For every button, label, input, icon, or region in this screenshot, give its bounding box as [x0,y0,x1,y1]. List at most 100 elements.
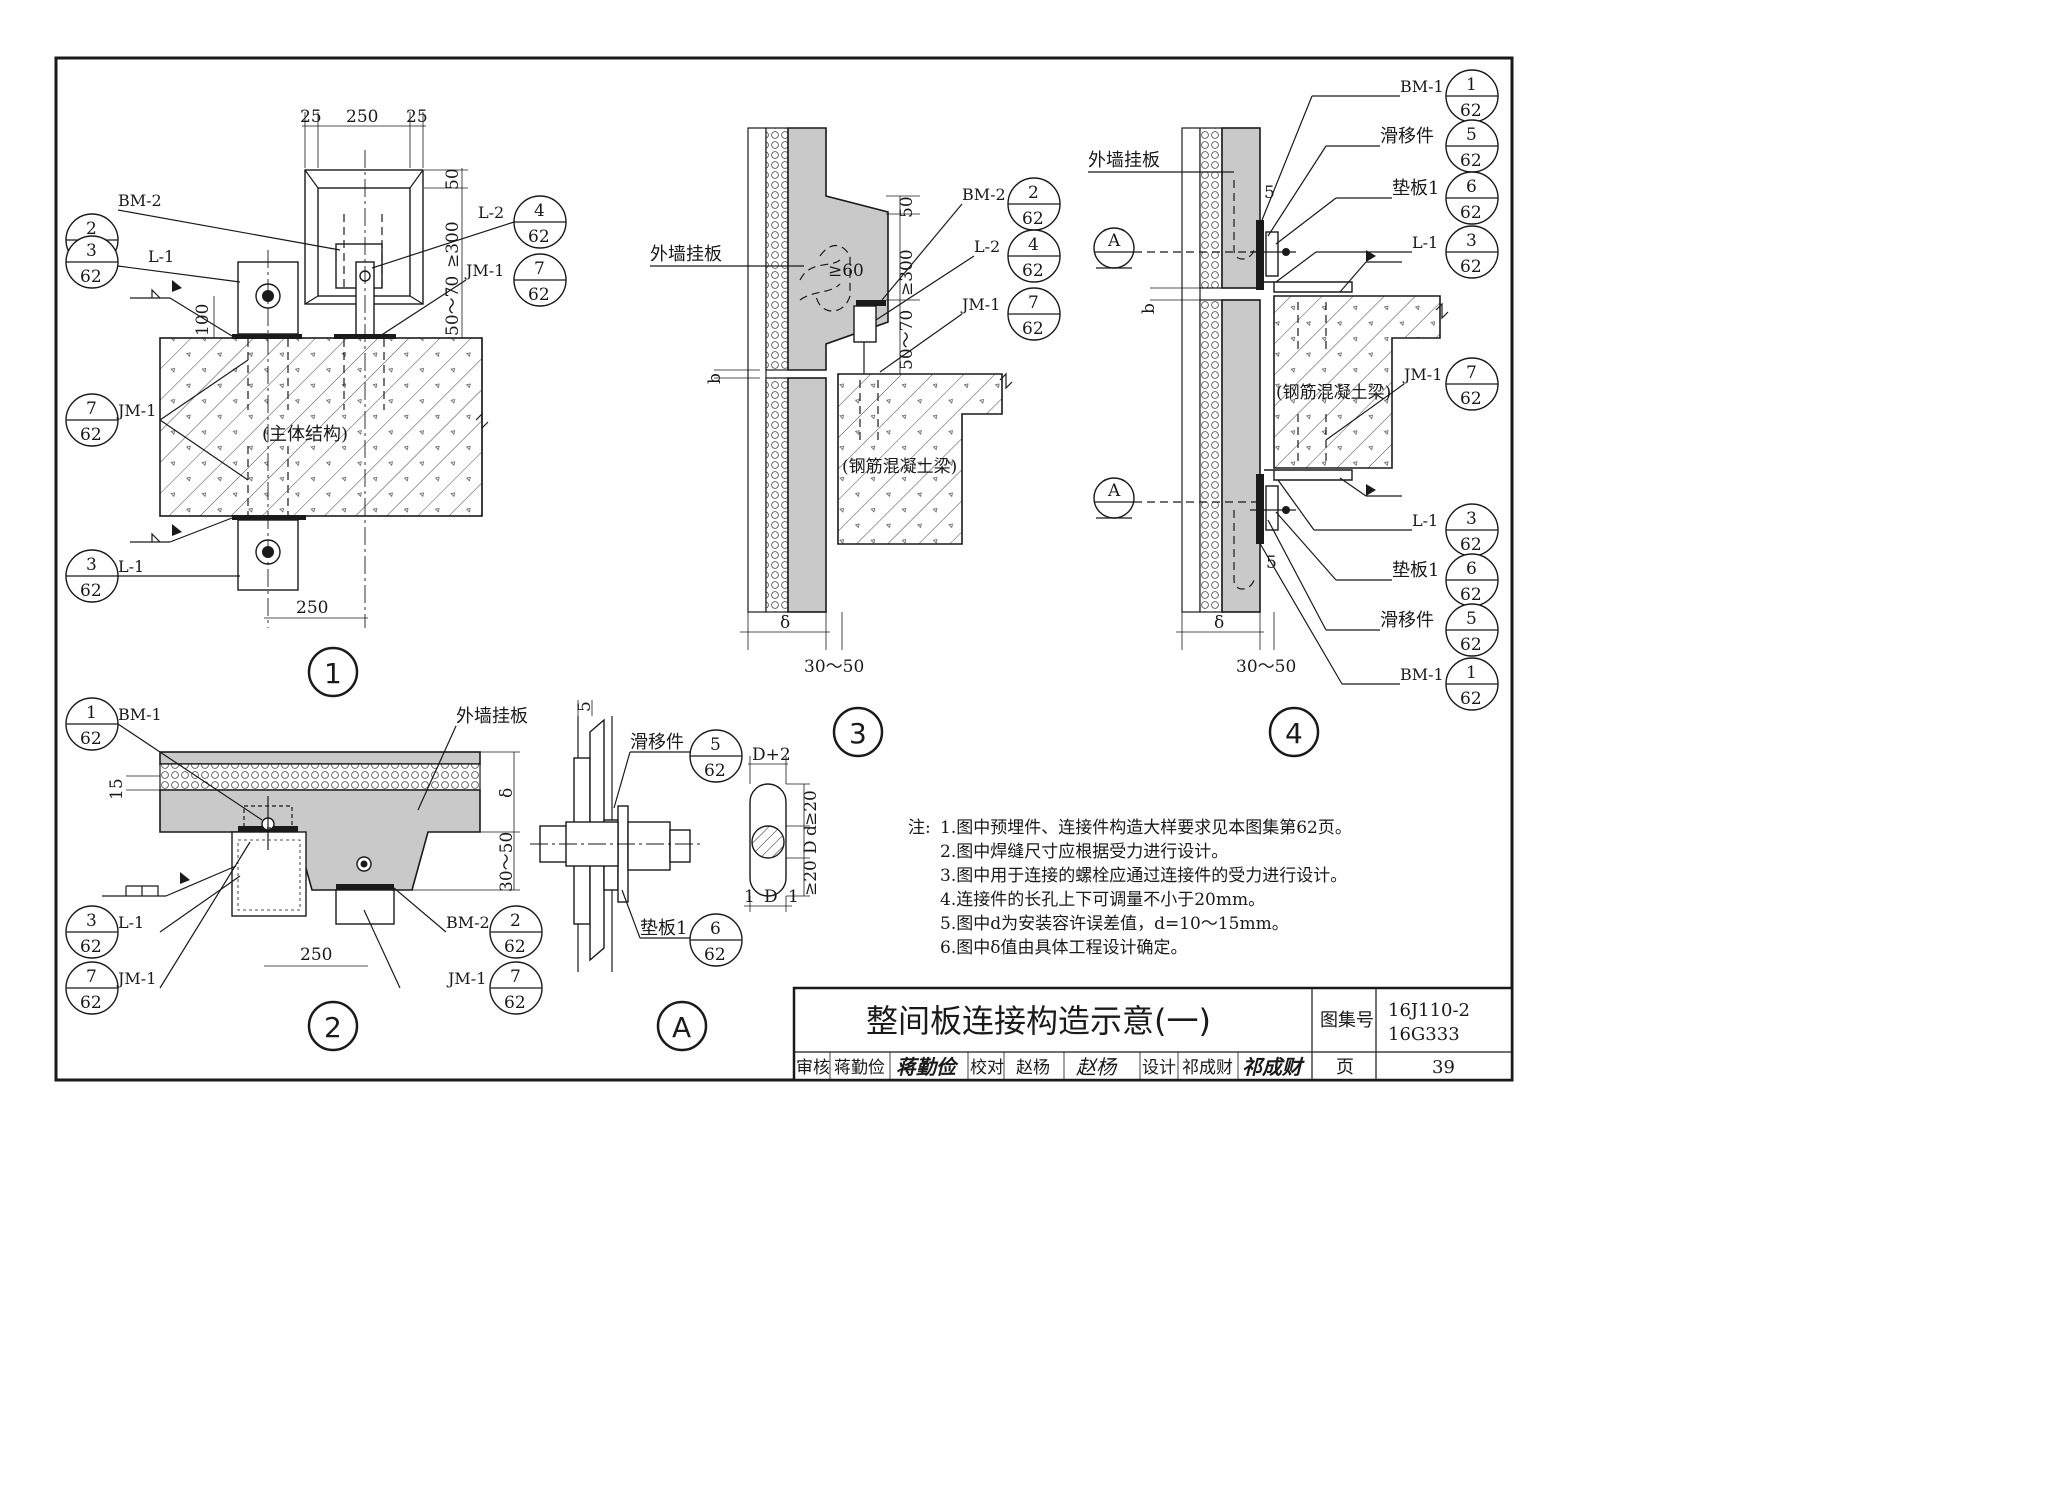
dim-50-70-3: 50～70 [897,310,917,370]
svg-text:62: 62 [80,581,102,601]
ref-jm1-3: 7 62 JM-1 [879,287,1061,373]
ref-pad-4-bottom: 6 62 垫板1 [1275,511,1499,607]
dim-D2: D+2 [752,745,791,765]
beam-label-3: (钢筋混凝土梁) [842,457,957,477]
svg-text:3: 3 [849,717,867,750]
panel-outer-skin [159,751,481,765]
insulation-3 [765,127,789,371]
svg-text:JM-1: JM-1 [464,261,504,280]
section-marker-lower: A [1093,477,1258,519]
ref-jm1-2b: 7 62 JM-1 [363,909,543,1015]
notes-heading: 注: [908,818,931,838]
dim-b-3: b [705,373,725,384]
detail-1: 25 250 25 50 ≥300 50～70 100 250 (主体结构) 2… [65,107,567,698]
svg-text:3: 3 [86,911,97,931]
svg-text:2: 2 [86,219,97,239]
svg-text:BM-2: BM-2 [962,185,1006,204]
svg-text:L-1: L-1 [1412,511,1438,530]
ref-pad-4-top: 6 62 垫板1 [1275,171,1499,245]
note-3: 3.图中用于连接的螺栓应通过连接件的受力进行设计。 [940,866,1347,886]
svg-text:62: 62 [504,937,526,957]
svg-text:A: A [1107,231,1121,251]
svg-text:62: 62 [80,729,102,749]
note-2: 2.图中焊缝尺寸应根据受力进行设计。 [940,842,1228,862]
dim-D-right: D [801,840,821,854]
main-structure-label: (主体结构) [262,424,348,445]
svg-text:62: 62 [80,267,102,287]
svg-text:1: 1 [324,657,342,690]
svg-text:JM-1: JM-1 [116,401,156,420]
detail-A: 5 滑移件 垫板1 5 62 6 62 D+2 [530,700,821,1052]
detail-A-number: A [656,1000,708,1052]
svg-text:JM-1: JM-1 [446,969,486,988]
svg-text:1: 1 [86,703,97,723]
svg-text:62: 62 [704,945,726,965]
dim-25-right: 25 [406,107,428,127]
atlas-number-2: 16G333 [1388,1024,1460,1045]
panel-4-upper [1221,127,1261,289]
panel-4-lower [1221,299,1261,613]
svg-text:62: 62 [1022,261,1044,281]
svg-text:BM-1: BM-1 [1400,77,1444,96]
reviewer-signature: 蒋勤俭 [896,1055,959,1079]
designer-name: 祁成财 [1182,1058,1233,1078]
note-4: 4.连接件的长孔上下可调量不小于20mm。 [940,890,1265,910]
beam-3 [837,373,1003,545]
ref-l1-bottom: 3 62 L-1 [65,549,240,603]
svg-text:6: 6 [1466,177,1477,197]
svg-text:BM-2: BM-2 [118,191,162,210]
dim-delta-3: δ [780,613,790,633]
svg-text:JM-1: JM-1 [116,969,156,988]
ref-bm1-4-bottom: 1 62 BM-1 [1257,539,1499,711]
detail-2: 15 δ 30～50 250 外墙挂板 1 62 BM-1 3 62 L-1 [65,697,543,1052]
dim-1a: 1 [744,887,755,907]
svg-text:62: 62 [1460,635,1482,655]
dim-300: ≥300 [443,221,463,268]
svg-text:BM-1: BM-1 [118,705,162,724]
svg-text:BM-1: BM-1 [1400,665,1444,684]
title-block: 整间板连接构造示意(一) 图集号 16J110-2 16G333 页 39 审核… [792,986,1514,1082]
svg-text:6: 6 [710,919,721,939]
svg-text:垫板1: 垫板1 [1392,178,1439,199]
pad-label-A: 垫板1 [640,918,687,939]
note-6: 6.图中δ值由具体工程设计确定。 [940,938,1187,958]
dim-30-50-2: 30～50 [497,832,517,892]
design-label: 设计 [1142,1058,1176,1078]
svg-text:62: 62 [80,425,102,445]
ref-l1-4-top: 3 62 L-1 [1275,225,1499,283]
ref-l2-3: 4 62 L-2 [875,229,1061,321]
sheet-border [54,56,1514,1082]
ref-pad-A: 6 62 [689,913,743,967]
svg-text:7: 7 [1028,293,1039,313]
svg-text:62: 62 [80,993,102,1013]
detail-1-number: 1 [307,646,359,698]
svg-text:7: 7 [534,259,545,279]
detail-4-number: 4 [1268,706,1320,758]
detail-2-number: 2 [307,1000,359,1052]
svg-text:2: 2 [324,1011,342,1044]
svg-text:L-2: L-2 [478,203,504,222]
dim-20b: ≥20 [801,860,821,896]
panel-label-4: 外墙挂板 [1088,150,1160,171]
review-label: 审核 [796,1058,830,1078]
dim-250-top: 250 [346,107,378,127]
note-1: 1.图中预埋件、连接件构造大样要求见本图集第62页。 [940,818,1352,838]
ref-jm1-2: 7 62 JM-1 [65,841,251,1015]
ref-l1-2: 3 62 L-1 [65,875,241,959]
ref-slide-4-top: 5 62 滑移件 [1267,119,1499,237]
ref-bm1-2: 1 62 BM-1 [65,697,263,821]
designer-signature: 祁成财 [1242,1055,1305,1079]
ref-bm2-2: 2 62 BM-2 [393,887,543,959]
svg-text:2: 2 [510,911,521,931]
svg-text:3: 3 [86,555,97,575]
svg-text:4: 4 [1028,235,1039,255]
svg-text:JM-1: JM-1 [1402,365,1442,384]
beam-label-4: (钢筋混凝土梁) [1276,383,1391,403]
svg-text:L-1: L-1 [1412,233,1438,252]
svg-text:A: A [672,1011,691,1044]
dim-250-bottom: 250 [296,598,328,618]
panel-label-2: 外墙挂板 [456,706,528,727]
dim-b-4: b [1139,303,1159,314]
panel-inner-wythe [159,789,481,891]
svg-text:62: 62 [1460,101,1482,121]
